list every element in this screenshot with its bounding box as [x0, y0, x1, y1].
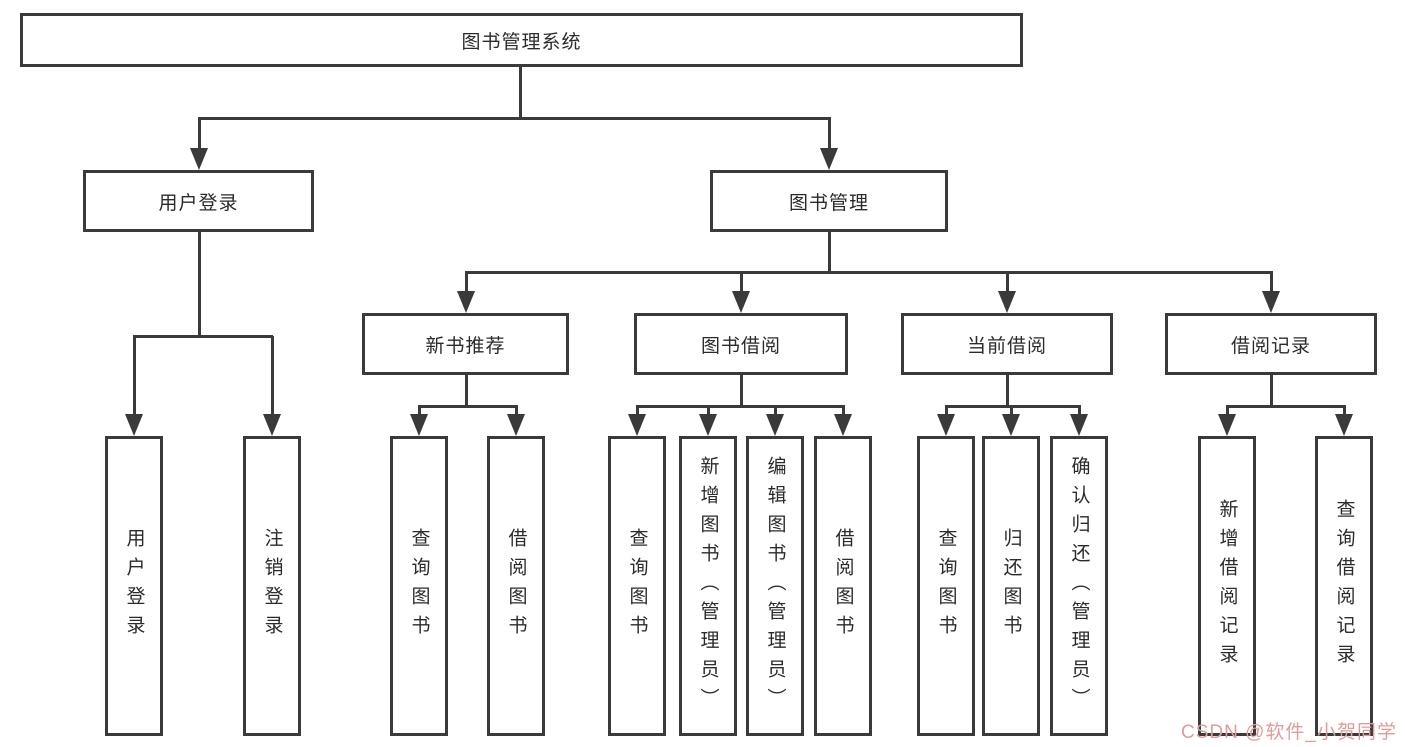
connector-drop	[1226, 406, 1229, 416]
connector-drop	[842, 406, 845, 416]
node-borrow-records-label: 借阅记录	[1230, 335, 1311, 357]
arrowhead-leaf-login	[125, 414, 143, 436]
arrowhead	[937, 414, 955, 436]
connector-drop	[1343, 406, 1346, 416]
node-user-login: 用户登录	[83, 170, 314, 232]
connector-new-book-rec-stem	[465, 375, 468, 407]
connector-drop	[945, 406, 948, 416]
connector-user-login-branch	[133, 335, 273, 338]
leaf-borrow-books-label: 借阅图书	[832, 528, 854, 644]
connector-drop-leaf-logout	[271, 336, 274, 416]
leaf-confirm-return-admin: 确认归还（管理员）	[1050, 436, 1108, 736]
node-book-mgmt: 图书管理	[710, 170, 948, 232]
leaf-query-borrow-record-label: 查询借阅记录	[1333, 499, 1355, 673]
leaf-current-query-books: 查询图书	[917, 436, 975, 736]
leaf-logout-label: 注销登录	[261, 528, 283, 644]
leaf-add-borrow-record: 新增借阅记录	[1198, 436, 1256, 736]
arrowhead	[507, 414, 525, 436]
leaf-rec-query-books-label: 查询图书	[408, 528, 430, 644]
connector-user-login-stem	[198, 232, 201, 336]
leaf-user-login-label: 用户登录	[123, 528, 145, 644]
node-new-book-rec-label: 新书推荐	[425, 335, 506, 357]
connector-current-borrow-branch	[945, 405, 1081, 408]
node-root: 图书管理系统	[20, 13, 1023, 67]
node-book-borrow-label: 图书借阅	[700, 335, 781, 357]
connector-drop-leaf-login	[133, 336, 136, 416]
arrowhead	[699, 414, 717, 436]
arrowhead	[410, 414, 428, 436]
arrowhead-borrow-records	[1262, 291, 1280, 313]
node-current-borrow-label: 当前借阅	[966, 335, 1047, 357]
connector-drop	[774, 406, 777, 416]
leaf-query-borrow-record: 查询借阅记录	[1315, 436, 1373, 736]
connector-drop-book-mgmt	[828, 118, 831, 150]
arrowhead-book-borrow	[732, 291, 750, 313]
connector-drop	[418, 406, 421, 416]
csdn-watermark: CSDN @软件_小贺同学	[1181, 722, 1397, 743]
connector-drop-new-book-rec	[465, 272, 468, 292]
arrowhead-user-login	[190, 148, 208, 170]
connector-book-borrow-stem	[740, 375, 743, 407]
leaf-rec-borrow-books: 借阅图书	[487, 436, 545, 736]
connector-drop	[1078, 406, 1081, 416]
connector-drop	[636, 406, 639, 416]
connector-drop	[707, 406, 710, 416]
connector-drop	[1010, 406, 1013, 416]
leaf-confirm-return-admin-label: 确认归还（管理员）	[1068, 455, 1090, 717]
leaf-edit-books-admin: 编辑图书（管理员）	[746, 436, 804, 736]
leaf-add-books-admin-label: 新增图书（管理员）	[697, 455, 719, 717]
arrowhead	[1002, 414, 1020, 436]
arrowhead-book-mgmt	[820, 148, 838, 170]
leaf-borrow-query-books-label: 查询图书	[626, 528, 648, 644]
leaf-return-books: 归还图书	[982, 436, 1040, 736]
arrowhead	[766, 414, 784, 436]
connector-root-branch	[198, 117, 831, 120]
connector-borrow-records-stem	[1270, 375, 1273, 407]
arrowhead	[834, 414, 852, 436]
node-current-borrow: 当前借阅	[901, 313, 1113, 375]
connector-current-borrow-stem	[1006, 375, 1009, 407]
connector-new-book-rec-branch	[418, 405, 518, 408]
connector-drop-current-borrow	[1006, 272, 1009, 292]
connector-borrow-records-branch	[1226, 405, 1346, 408]
node-root-label: 图书管理系统	[461, 31, 582, 53]
leaf-borrow-books: 借阅图书	[814, 436, 872, 736]
leaf-add-borrow-record-label: 新增借阅记录	[1216, 499, 1238, 673]
arrowhead-leaf-logout	[263, 414, 281, 436]
arrowhead	[1335, 414, 1353, 436]
arrowhead	[628, 414, 646, 436]
connector-root-stem	[519, 67, 522, 120]
connector-book-mgmt-stem	[828, 232, 831, 273]
arrowhead-current-borrow	[998, 291, 1016, 313]
leaf-current-query-books-label: 查询图书	[935, 528, 957, 644]
arrowhead	[1070, 414, 1088, 436]
leaf-rec-borrow-books-label: 借阅图书	[505, 528, 527, 644]
leaf-rec-query-books: 查询图书	[390, 436, 448, 736]
node-user-login-label: 用户登录	[158, 192, 239, 214]
node-book-borrow: 图书借阅	[634, 313, 848, 375]
connector-book-mgmt-branch	[465, 271, 1273, 274]
node-new-book-rec: 新书推荐	[362, 313, 569, 375]
node-book-mgmt-label: 图书管理	[788, 192, 869, 214]
leaf-return-books-label: 归还图书	[1000, 528, 1022, 644]
connector-drop	[515, 406, 518, 416]
connector-book-borrow-branch	[636, 405, 845, 408]
connector-drop-book-borrow	[740, 272, 743, 292]
leaf-edit-books-admin-label: 编辑图书（管理员）	[764, 455, 786, 717]
arrowhead-new-book-rec	[457, 291, 475, 313]
leaf-borrow-query-books: 查询图书	[608, 436, 666, 736]
connector-drop-borrow-records	[1270, 272, 1273, 292]
node-borrow-records: 借阅记录	[1165, 313, 1377, 375]
connector-drop-user-login	[198, 118, 201, 150]
arrowhead	[1218, 414, 1236, 436]
leaf-user-login: 用户登录	[105, 436, 163, 736]
leaf-logout: 注销登录	[243, 436, 301, 736]
leaf-add-books-admin: 新增图书（管理员）	[679, 436, 737, 736]
